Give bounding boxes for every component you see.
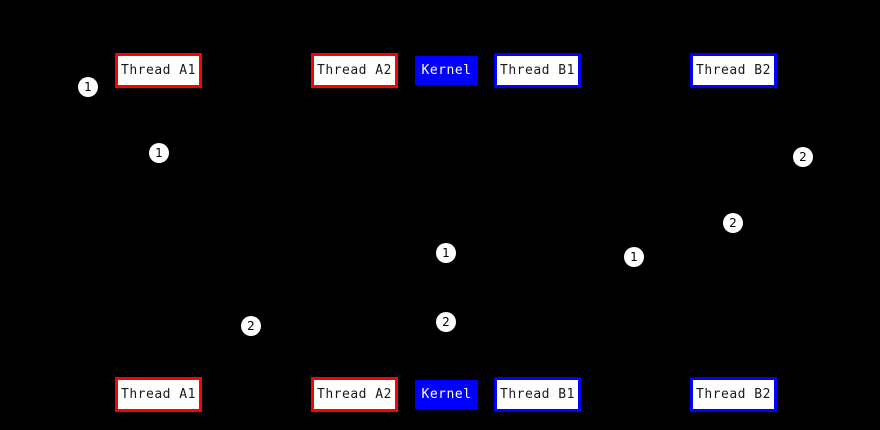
lifeline-stub-thread-b2-bottom xyxy=(732,373,735,377)
lifeline-kernel xyxy=(446,85,447,377)
participant-label: Thread A1 xyxy=(121,63,196,78)
message-arrow-3-self-b2 xyxy=(733,182,763,183)
message-arrow-4-self-b2 xyxy=(703,248,733,249)
participant-kernel-bottom[interactable]: Kernel xyxy=(415,380,478,409)
sequence-badge-number: 2 xyxy=(729,216,737,230)
sequence-badge-number: 1 xyxy=(155,146,163,160)
participant-label: Kernel xyxy=(421,387,472,402)
lifeline-stub-thread-a2-bottom xyxy=(353,373,356,377)
lifeline-stub-thread-b2-top xyxy=(732,88,735,92)
lifeline-thread-a1 xyxy=(158,88,159,377)
lifeline-thread-b1 xyxy=(537,88,538,377)
lifeline-stub-thread-a1-top xyxy=(157,88,160,92)
sequence-badge: 1 xyxy=(624,247,644,267)
sequence-badge: 2 xyxy=(723,213,743,233)
participant-thread-a2-bottom[interactable]: Thread A2 xyxy=(311,377,398,412)
participant-label: Thread B1 xyxy=(500,63,575,78)
message-arrowhead-6 xyxy=(446,278,454,286)
participant-label: Thread A1 xyxy=(121,387,196,402)
participant-label: Thread B2 xyxy=(696,387,771,402)
participant-thread-a1-bottom[interactable]: Thread A1 xyxy=(115,377,202,412)
sequence-badge-number: 2 xyxy=(247,319,255,333)
participant-kernel-top[interactable]: Kernel xyxy=(415,56,478,85)
participant-thread-b1-bottom[interactable]: Thread B1 xyxy=(494,377,581,412)
message-arrow-2-self-a1 xyxy=(158,178,188,179)
participant-label: Thread A2 xyxy=(317,387,392,402)
message-arrow-7-self-kernel xyxy=(446,347,476,348)
message-arrow-6-b1-to-kernel xyxy=(446,282,537,283)
participant-thread-b2-top[interactable]: Thread B2 xyxy=(690,53,777,88)
lifeline-thread-a2 xyxy=(354,88,355,377)
message-arrow-5-self-kernel xyxy=(446,278,476,279)
message-arrow-1-self-a1 xyxy=(158,112,188,113)
sequence-badge: 1 xyxy=(436,243,456,263)
participant-label: Thread B1 xyxy=(500,387,575,402)
sequence-badge-number: 2 xyxy=(442,315,450,329)
sequence-badge: 1 xyxy=(78,77,98,97)
message-arrowhead-8 xyxy=(158,347,166,355)
participant-thread-b2-bottom[interactable]: Thread B2 xyxy=(690,377,777,412)
sequence-badge: 2 xyxy=(436,312,456,332)
sequence-badge-number: 1 xyxy=(84,80,92,94)
participant-label: Thread A2 xyxy=(317,63,392,78)
message-arrow-8-a2-to-a1 xyxy=(158,351,354,352)
lifeline-stub-thread-a2-top xyxy=(353,88,356,92)
participant-label: Thread B2 xyxy=(696,63,771,78)
lifeline-stub-thread-a1-bottom xyxy=(157,373,160,377)
sequence-badge: 2 xyxy=(241,316,261,336)
participant-thread-b1-top[interactable]: Thread B1 xyxy=(494,53,581,88)
sequence-badge-number: 1 xyxy=(442,246,450,260)
lifeline-stub-thread-b1-top xyxy=(536,88,539,92)
lifeline-stub-thread-b1-bottom xyxy=(536,373,539,377)
sequence-badge-number: 2 xyxy=(799,150,807,164)
participant-thread-a2-top[interactable]: Thread A2 xyxy=(311,53,398,88)
sequence-badge: 1 xyxy=(149,143,169,163)
sequence-badge: 2 xyxy=(793,147,813,167)
participant-thread-a1-top[interactable]: Thread A1 xyxy=(115,53,202,88)
participant-label: Kernel xyxy=(421,63,472,78)
sequence-badge-number: 1 xyxy=(630,250,638,264)
